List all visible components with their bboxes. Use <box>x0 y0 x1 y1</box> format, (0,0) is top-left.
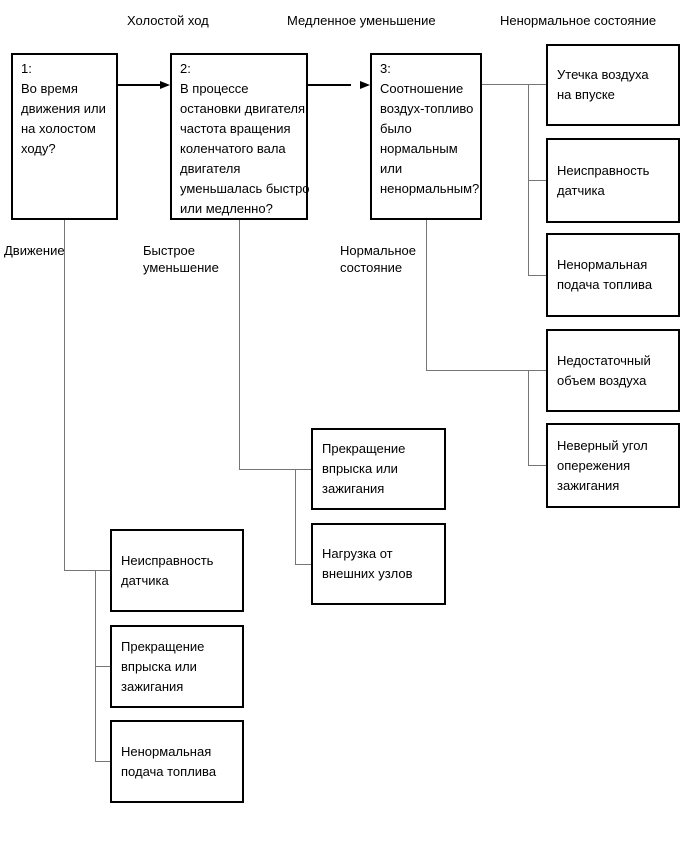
outcome-box-label: Неисправность датчика <box>557 162 650 198</box>
connector-q3-to-right-group <box>482 84 546 85</box>
connector-stub-sensor-fault-right <box>528 180 546 181</box>
outcome-box-injection-ignition-cutoff-left: Прекращение впрыска или зажигания <box>110 625 244 708</box>
outcome-box-label: Прекращение впрыска или зажигания <box>322 441 406 496</box>
outcome-box-intake-air-leak: Утечка воздуха на впуске <box>546 44 680 126</box>
edge-label-driving: Движение <box>4 243 65 258</box>
outcome-box-label: Нагрузка от внешних узлов <box>322 546 413 581</box>
outcome-box-label: Утечка воздуха на впуске <box>557 67 649 102</box>
arrow-line-q2-q3 <box>308 84 351 86</box>
outcome-box-label: Неисправность датчика <box>121 552 214 588</box>
outcome-box-external-units-load: Нагрузка от внешних узлов <box>311 523 446 605</box>
outcome-box-label: Неверный угол опережения зажигания <box>557 437 648 493</box>
connector-stub-abnormal-fuel-left <box>95 761 110 762</box>
connector-q3-down <box>426 220 427 370</box>
outcome-box-sensor-fault-right: Неисправность датчика <box>546 138 680 223</box>
arrow-line-q1-q2 <box>118 84 161 86</box>
edge-label-normal-state: Нормальное состояние <box>340 243 417 275</box>
arrowhead-icon <box>160 81 170 89</box>
connector-q3-to-air-volume <box>426 370 546 371</box>
question-box-3: 3: Соотношение воздух-топливо было норма… <box>370 53 482 220</box>
outcome-box-label: Прекращение впрыска или зажигания <box>121 638 205 694</box>
edge-label-slow-decrease: Медленное уменьшение <box>287 13 436 28</box>
outcome-box-label: Ненормальная подача топлива <box>121 743 217 779</box>
connector-q1-to-left-group <box>64 570 110 571</box>
edge-label-idle: Холостой ход <box>127 13 209 28</box>
connector-trunk-middle-group <box>295 469 296 565</box>
connector-trunk-right-group-b <box>528 370 529 466</box>
outcome-box-insufficient-air-volume: Недостаточный объем воздуха <box>546 329 680 412</box>
connector-q2-down <box>239 220 240 469</box>
outcome-box-sensor-fault-left: Неисправность датчика <box>110 529 244 612</box>
arrowhead-icon <box>360 81 370 89</box>
connector-stub-injection-cutoff-left <box>95 666 110 667</box>
edge-label-abnormal-state: Ненормальное состояние <box>500 13 657 28</box>
connector-q1-down <box>64 220 65 570</box>
connector-stub-external-load <box>295 564 311 565</box>
outcome-box-label: Ненормальная подача топлива <box>557 257 653 292</box>
question-box-2: 2: В процессе остановки двигателя частот… <box>170 53 310 220</box>
outcome-box-label: Недостаточный объем воздуха <box>557 352 651 388</box>
connector-stub-ignition-timing <box>528 465 546 466</box>
outcome-box-injection-ignition-cutoff-middle: Прекращение впрыска или зажигания <box>311 428 446 510</box>
connector-stub-abnormal-fuel-right <box>528 275 546 276</box>
question-box-1: 1: Во время движения или на холостом ход… <box>11 53 118 220</box>
outcome-box-abnormal-fuel-supply-right: Ненормальная подача топлива <box>546 233 680 317</box>
edge-label-fast-decrease: Быстрое уменьшение <box>143 243 219 275</box>
connector-q2-to-middle-group <box>239 469 311 470</box>
outcome-box-abnormal-fuel-supply-left: Ненормальная подача топлива <box>110 720 244 803</box>
outcome-box-incorrect-ignition-timing: Неверный угол опережения зажигания <box>546 423 680 508</box>
